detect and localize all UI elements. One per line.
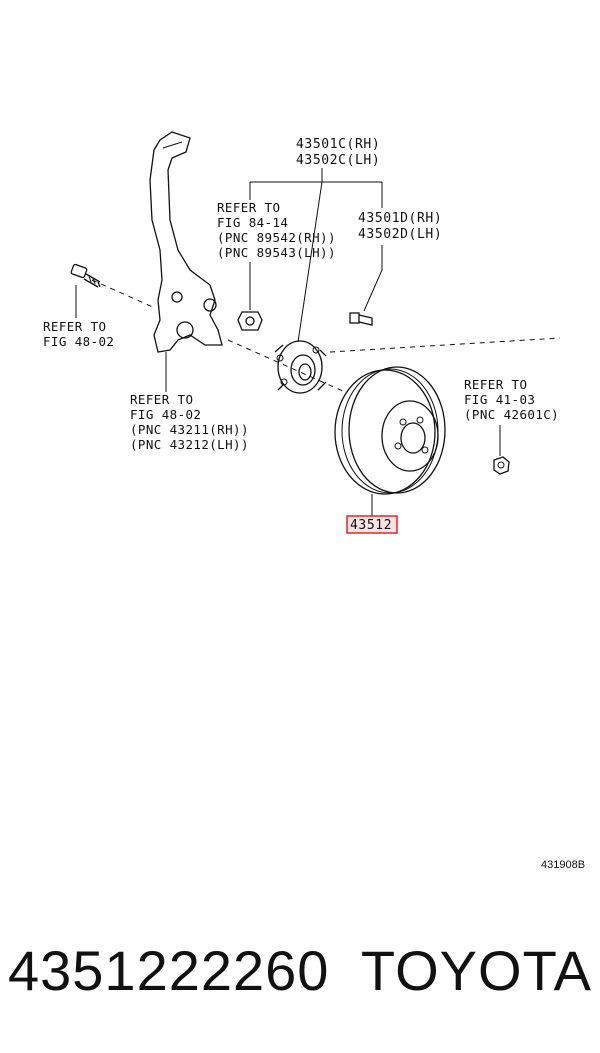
figure-code: 431908B [541,859,585,871]
steering-knuckle-part [149,131,223,353]
callout-hub-assy-rh: 43501C(RH) [296,137,380,152]
ref-knuckle-line-2: FIG 48-02 [130,407,201,422]
ref-wheel-nut-line-2: FIG 41-03 [464,392,535,407]
leader-hub-bolt [363,245,383,312]
highlighted-part-number[interactable]: 43512 [350,518,392,533]
brake-disc-part [334,366,446,495]
ref-nut-line-1: REFER TO [217,200,280,215]
callout-bolt-rh: 43501D(RH) [358,211,442,226]
footer: 4351222260 TOYOTA [8,935,592,1005]
hub-bearing-part [274,340,327,394]
assembly-axis [91,279,561,393]
nut-part [237,311,263,331]
ref-left-bolt-line-2: FIG 48-02 [43,334,114,349]
footer-brand: TOYOTA [360,938,592,1002]
leader-hub-assy [249,168,383,343]
ref-knuckle-line-4: (PNC 43212(LH)) [130,437,249,452]
ref-left-bolt-line-1: REFER TO [43,319,106,334]
footer-part-number: 4351222260 [8,938,330,1002]
ref-nut-line-3: (PNC 89542(RH)) [217,230,336,245]
hub-bolt-part [349,312,373,326]
callout-bolt-lh: 43502D(LH) [358,227,442,242]
highlighted-part-box[interactable] [346,515,398,534]
ref-nut-line-4: (PNC 89543(LH)) [217,245,336,260]
ref-nut-line-2: FIG 84-14 [217,215,288,230]
ref-wheel-nut-line-3: (PNC 42601C) [464,407,559,422]
ref-knuckle-line-3: (PNC 43211(RH)) [130,422,249,437]
left-bolt-part [70,263,101,288]
wheel-nut-part [493,456,510,475]
ref-knuckle-line-1: REFER TO [130,392,193,407]
ref-wheel-nut-line-1: REFER TO [464,377,527,392]
callout-hub-assy-lh: 43502C(LH) [296,153,380,168]
